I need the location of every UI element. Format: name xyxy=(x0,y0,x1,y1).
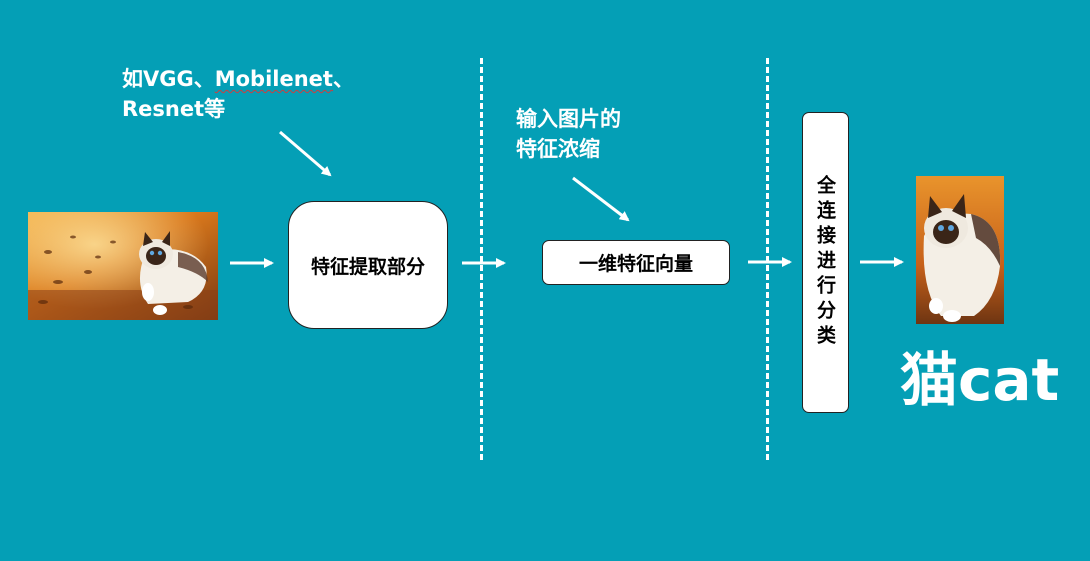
pointer-condense-note xyxy=(573,178,628,220)
pointer-backbone-note xyxy=(280,132,330,175)
